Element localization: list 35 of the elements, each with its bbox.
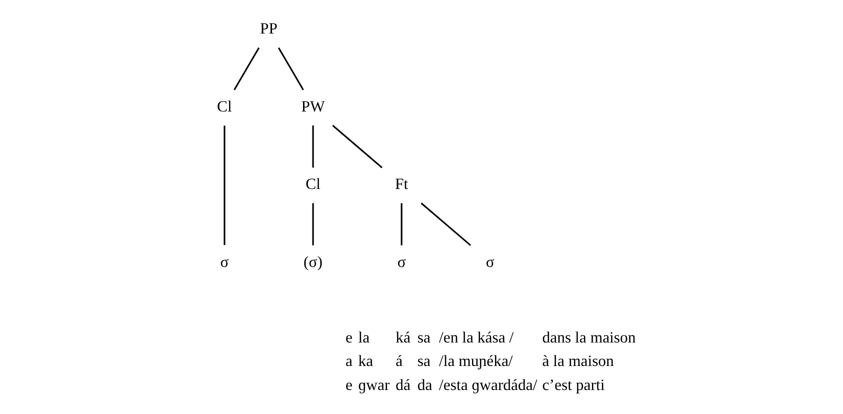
label: á: [395, 353, 402, 370]
label: e: [345, 330, 352, 347]
label: /en la kása /: [438, 330, 514, 347]
node-text: Cl: [305, 176, 320, 194]
node-text: Cl: [216, 98, 232, 116]
label: à la maison: [542, 353, 614, 370]
label: sa: [416, 353, 430, 370]
connector: [277, 47, 304, 90]
label: ka: [358, 353, 373, 370]
label: sa: [416, 330, 430, 347]
label: /la muɲéka/: [438, 353, 512, 370]
node-text: PW: [300, 98, 324, 116]
label: /esta ɡwardáda/: [438, 376, 537, 394]
label: dá: [395, 376, 410, 394]
connector: [223, 126, 225, 245]
node-text: (σ): [303, 254, 322, 271]
connector: [233, 47, 260, 90]
node-text: PP: [260, 20, 278, 38]
connector: [400, 203, 402, 246]
connector: [312, 125, 314, 168]
connector: [312, 203, 314, 246]
label: a: [345, 353, 352, 370]
node-text: σ: [485, 254, 494, 271]
label: la: [358, 330, 370, 347]
label: e: [345, 376, 352, 394]
node-text: σ: [396, 254, 406, 271]
label: c’est parti: [542, 376, 604, 394]
node-text: σ: [220, 254, 228, 271]
label: ká: [395, 330, 410, 347]
label: dans la maison: [542, 330, 636, 347]
label: ɡwar: [358, 376, 390, 394]
node-text: Ft: [394, 176, 408, 194]
connector: [420, 202, 471, 246]
label: da: [416, 376, 432, 394]
connector: [332, 124, 382, 168]
